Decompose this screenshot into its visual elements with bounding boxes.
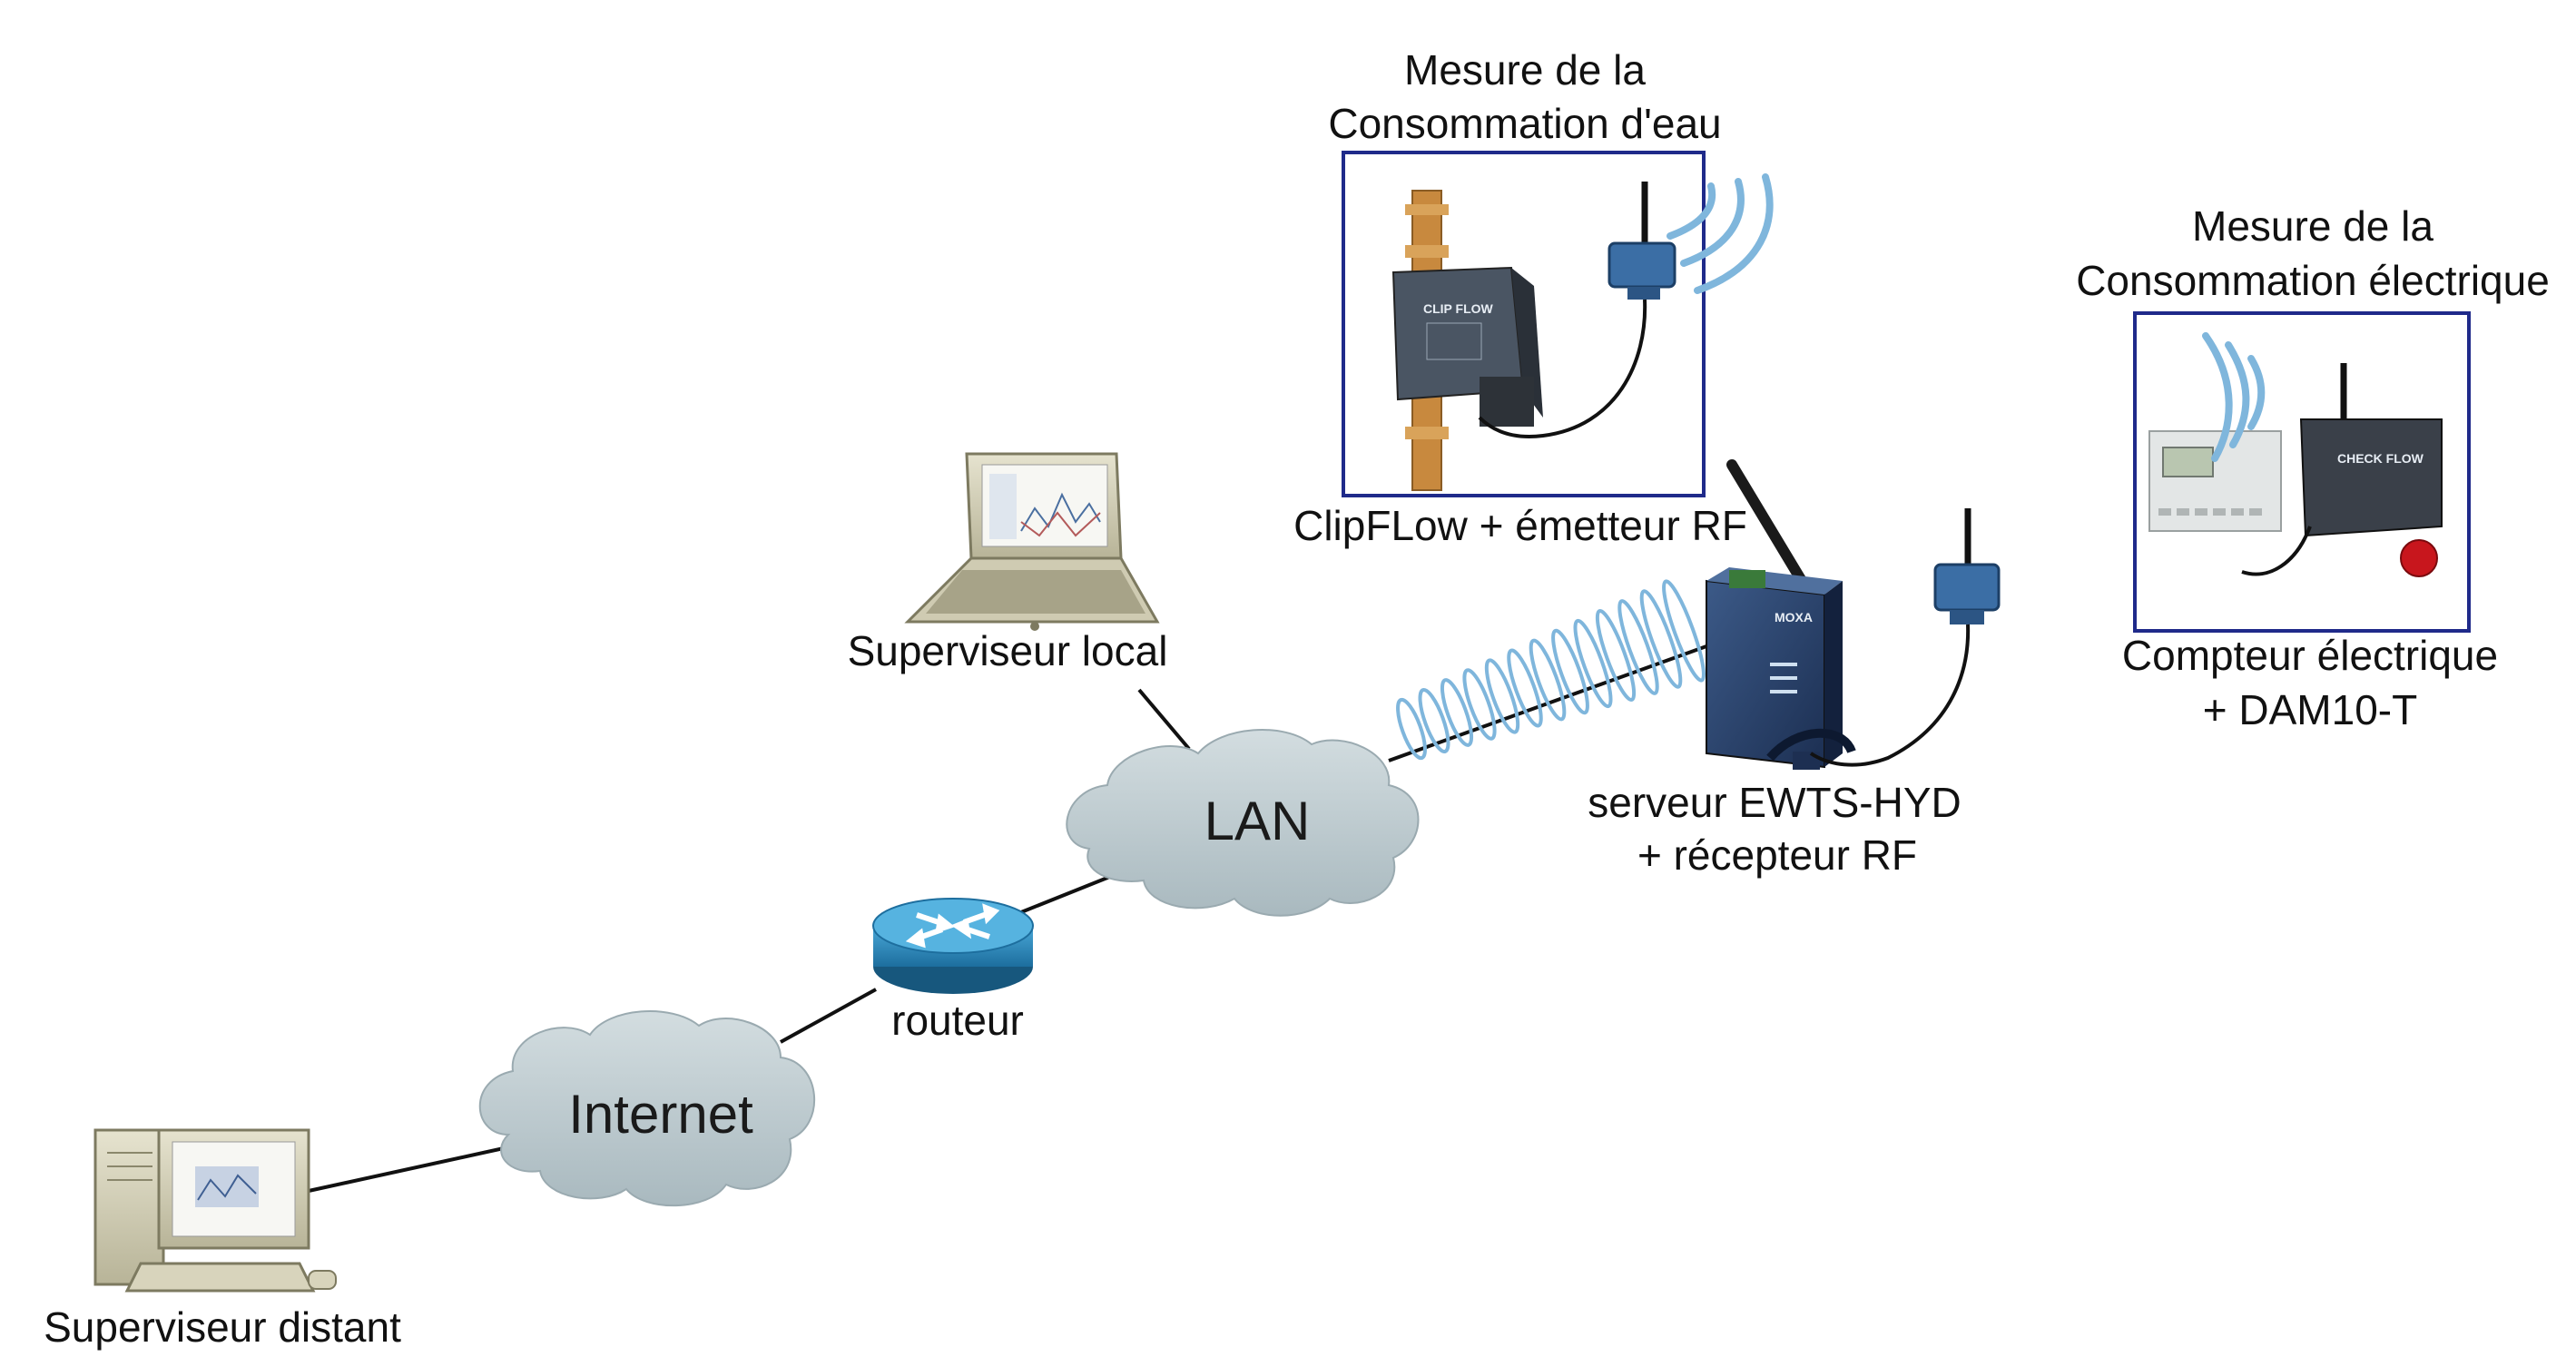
water-consumption-panel: Mesure de la Consommation d'eau CLIP FLO… (1293, 46, 1774, 549)
electric-panel-title-line2: Consommation électrique (2076, 257, 2550, 304)
water-rf-transmitter-icon (1478, 182, 1676, 438)
lan-cloud: LAN (1066, 729, 1420, 917)
water-panel-caption: ClipFLow + émetteur RF (1293, 502, 1747, 549)
remote-supervisor-label: Superviseur distant (44, 1303, 401, 1351)
local-supervisor: Superviseur local (848, 452, 1168, 674)
local-supervisor-label: Superviseur local (848, 627, 1168, 674)
electric-panel-caption-line2: + DAM10-T (2203, 686, 2417, 733)
link-local-lan (1137, 688, 1191, 751)
rf-receiver-icon (1809, 508, 2001, 767)
link-remote-internet (308, 1146, 505, 1193)
water-rf-signal-icon (1667, 173, 1774, 294)
water-panel-title-line1: Mesure de la (1404, 46, 1646, 93)
server-label-line2: + récepteur RF (1637, 831, 1917, 879)
server-brand-label: MOXA (1775, 610, 1813, 624)
router-label: routeur (891, 997, 1024, 1044)
router-icon: routeur (872, 898, 1034, 1044)
internet-label: Internet (568, 1084, 753, 1145)
link-internet-router (780, 988, 877, 1044)
server-label-line1: serveur EWTS-HYD (1588, 779, 1961, 826)
server-ewts-hyd: MOXA serveur EWTS-HYD + récepteur RF (1588, 459, 2001, 879)
electric-panel-title-line1: Mesure de la (2192, 202, 2433, 250)
clipflow-device-icon: CLIP FLOW (1391, 190, 1543, 491)
electric-meter-icon (2148, 430, 2282, 532)
lan-label: LAN (1204, 791, 1311, 851)
desktop-computer-icon (93, 1128, 337, 1293)
water-panel-title-line2: Consommation d'eau (1328, 100, 1721, 147)
clipflow-device-label: CLIP FLOW (1423, 301, 1494, 316)
dam10t-device-icon: CHECK FLOW (2241, 363, 2443, 577)
laptop-icon (904, 452, 1160, 631)
internet-cloud: Internet (478, 1010, 816, 1207)
electric-panel-caption-line1: Compteur électrique (2122, 632, 2498, 679)
dam10t-device-label: CHECK FLOW (2337, 451, 2424, 466)
electric-consumption-panel: Mesure de la Consommation électrique CHE… (2076, 202, 2550, 733)
electric-rf-signal-icon (2202, 332, 2266, 462)
server-device-icon: MOXA (1706, 459, 1856, 770)
rf-link-wave (1396, 579, 1706, 761)
remote-supervisor: Superviseur distant (44, 1128, 401, 1351)
link-router-lan (1020, 874, 1113, 914)
